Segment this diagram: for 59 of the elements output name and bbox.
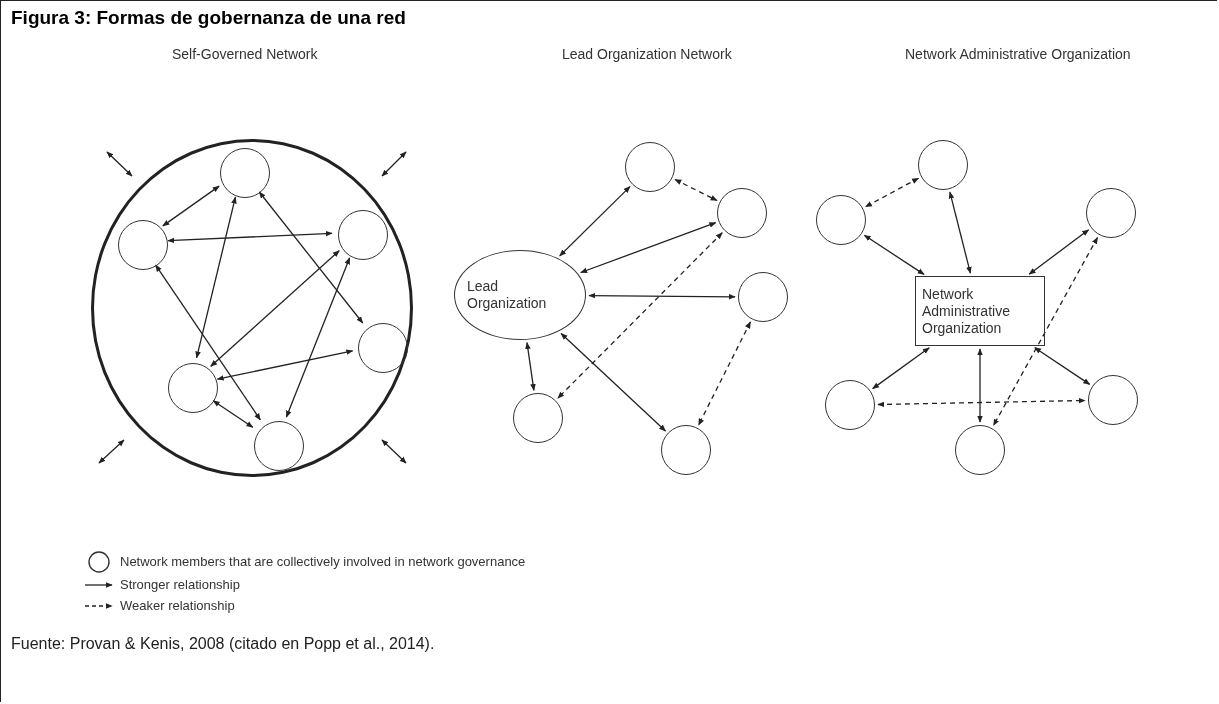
legend-label: Stronger relationship [120, 577, 240, 592]
member-circle [918, 140, 968, 190]
arrow [167, 230, 333, 244]
arrow [155, 264, 261, 421]
member-circle [1088, 375, 1138, 425]
arrow [1034, 347, 1091, 386]
organization-box [915, 276, 1045, 346]
arrow [381, 439, 407, 464]
arrow [195, 196, 237, 359]
member-circle [168, 363, 218, 413]
member-circle [661, 425, 711, 475]
arrow [212, 400, 254, 428]
arrow [381, 151, 407, 177]
arrow [580, 222, 717, 274]
node-label: Lead Organization [467, 278, 548, 312]
arrow [106, 151, 133, 177]
arrow [559, 185, 631, 257]
arrow [872, 347, 930, 390]
dashed-arrow [992, 236, 1099, 427]
member-circle [358, 323, 408, 373]
arrow [948, 191, 972, 274]
arrow [1028, 229, 1090, 275]
arrow [98, 439, 125, 464]
member-circle [513, 393, 563, 443]
arrow [525, 342, 536, 391]
member-circle [825, 380, 875, 430]
legend-label: Weaker relationship [120, 598, 235, 613]
node-label: Network Administrative Organization [922, 285, 1011, 337]
member-circle [816, 195, 866, 245]
arrow [216, 349, 354, 381]
source-caption: Fuente: Provan & Kenis, 2008 (citado en Popp et al., 2014). [11, 635, 435, 653]
member-circle [738, 272, 788, 322]
member-circle [625, 142, 675, 192]
dashed-arrow [697, 321, 752, 426]
arrow [258, 191, 364, 324]
member-circle [1086, 188, 1136, 238]
member-circle [254, 421, 304, 471]
member-circle [338, 210, 388, 260]
legend-label: Network members that are collectively involved in network governance [120, 554, 526, 569]
member-circle [118, 220, 168, 270]
arrow [285, 257, 351, 418]
panel-heading: Lead Organization Network [562, 46, 732, 62]
member-circle [220, 148, 270, 198]
arrow [588, 292, 736, 300]
dashed-arrow [864, 177, 920, 208]
arrow [210, 250, 340, 367]
panel-heading: Network Administrative Organization [905, 46, 1131, 62]
dashed-arrow [877, 397, 1086, 408]
panel-heading: Self-Governed Network [172, 46, 318, 62]
member-circle [717, 188, 767, 238]
dashed-arrow [674, 178, 718, 202]
dashed-arrow [557, 232, 723, 399]
arrow [162, 185, 220, 227]
arrow [863, 234, 925, 276]
arrow [560, 332, 667, 432]
member-circle [955, 425, 1005, 475]
network-boundary-circle [91, 139, 413, 477]
arrow [977, 348, 983, 423]
figure-title: Figura 3: Formas de gobernanza de una red [11, 7, 406, 29]
